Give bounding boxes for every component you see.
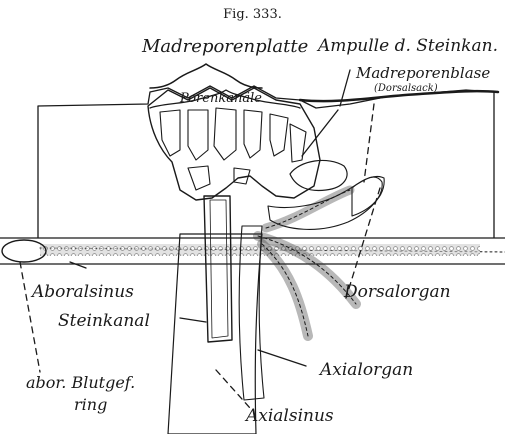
label-aboraler-blutgefaessring-line1: abor. Blutgef. (26, 375, 135, 391)
label-steinkanal: Steinkanal (58, 313, 150, 330)
label-ampulle-steinkanal: Ampulle d. Steinkan. (318, 38, 498, 55)
label-axialorgan: Axialorgan (320, 362, 413, 379)
label-aboralsinus: Aboralsinus (32, 284, 134, 301)
label-porenkanaele: Porenkanäle (180, 92, 262, 105)
label-axialsinus: Axialsinus (246, 408, 334, 425)
brace-madreporenplatte (150, 64, 262, 88)
label-madreporenblase: Madreporenblase (356, 66, 490, 81)
label-aboraler-blutgefaessring-line2: ring (74, 397, 107, 413)
pore-canals (160, 108, 306, 190)
label-dorsalsack: (Dorsalsack) (374, 84, 438, 94)
aboral-sinus-tube (0, 238, 505, 264)
label-dorsalorgan: Dorsalorgan (344, 284, 451, 301)
label-madreporenplatte: Madreporenplatte (142, 38, 308, 56)
